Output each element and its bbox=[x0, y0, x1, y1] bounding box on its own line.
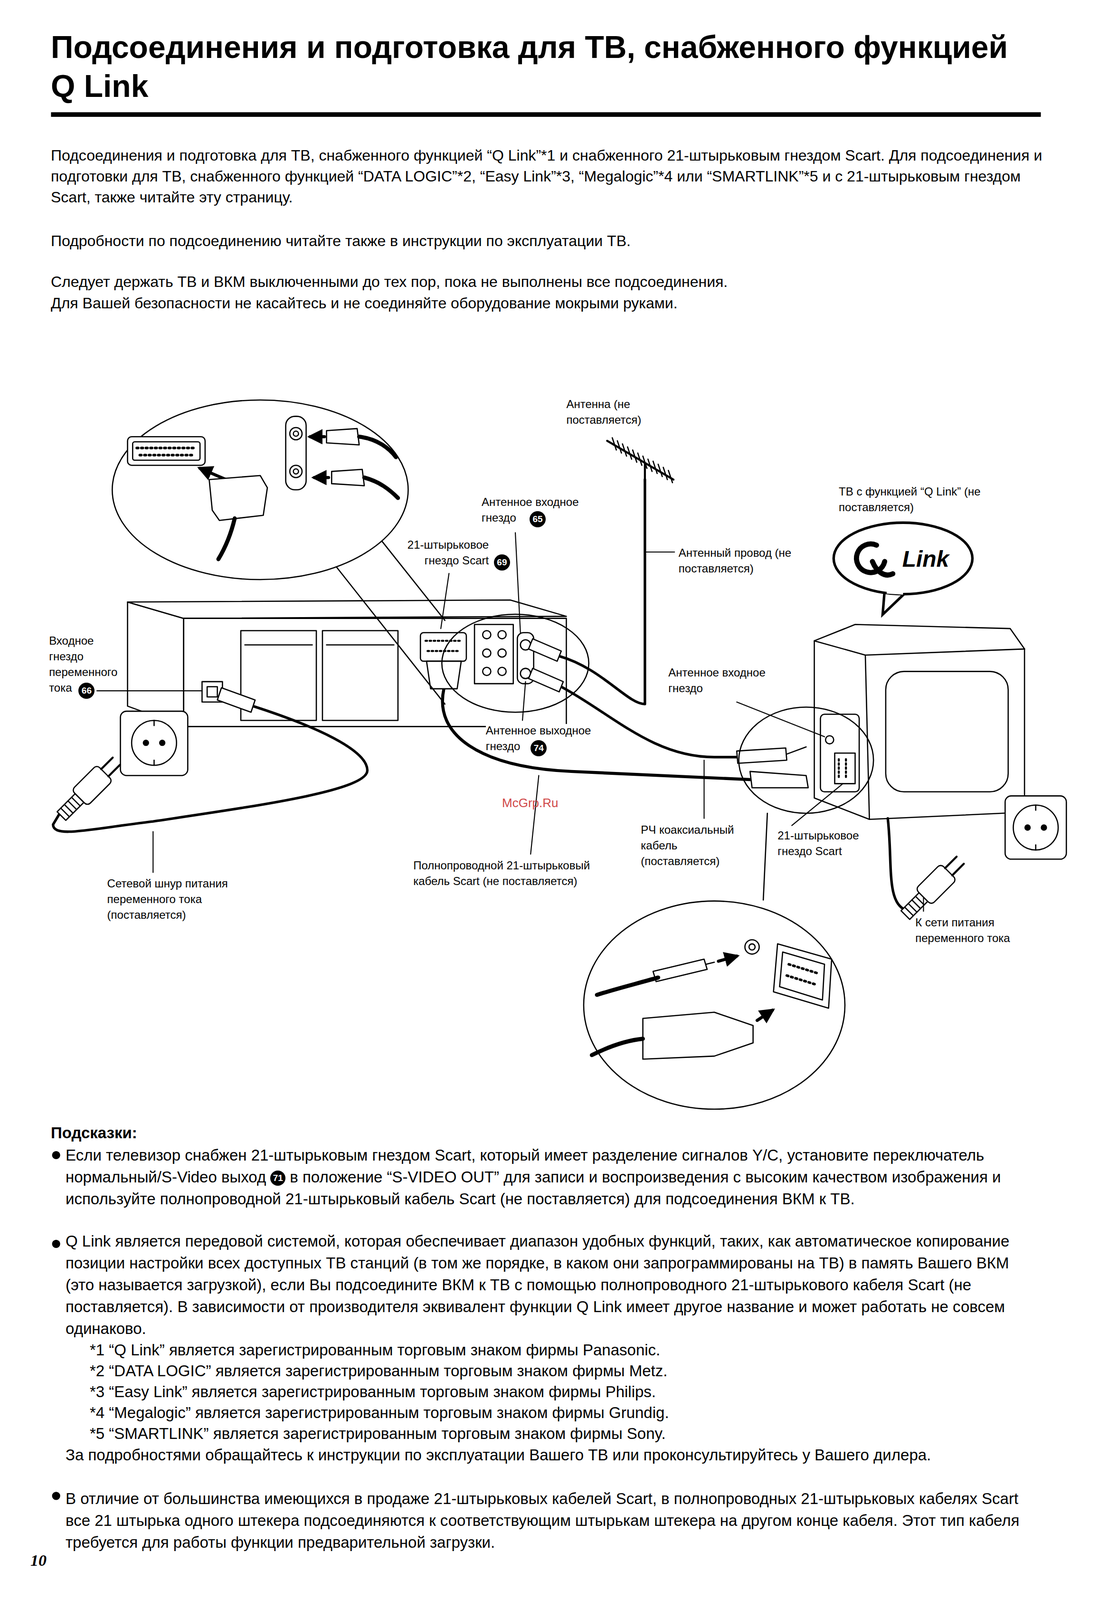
logo-bubble: Link bbox=[831, 520, 975, 597]
hint-text: *3 “Easy Link” является зарегистрированн… bbox=[89, 1381, 1040, 1403]
detail-circles bbox=[336, 540, 874, 900]
hint-text: Q Link является передовой системой, кото… bbox=[65, 1230, 1041, 1340]
bubble-ellipse bbox=[833, 522, 973, 594]
page-title: Подсоединения и подготовка для ТВ, снабж… bbox=[50, 27, 1030, 106]
hint-text: *5 “SMARTLINK” является зарегистрированн… bbox=[89, 1422, 1040, 1444]
callout-number: 69 bbox=[493, 554, 511, 571]
vcr-detail-magnifier bbox=[112, 399, 408, 580]
callout-number: 66 bbox=[78, 682, 95, 699]
logo-text: Link bbox=[902, 545, 950, 572]
label-text: Антенный провод (не поставляется) bbox=[678, 546, 792, 575]
label-text: К сети питания переменного тока bbox=[915, 915, 1010, 945]
tv-drawing bbox=[814, 624, 1025, 820]
label-text: ТВ с функцией “Q Link” (не поставляется) bbox=[838, 484, 981, 514]
vcr-drawing bbox=[127, 599, 567, 727]
hint-text: За подробностями обращайтесь к инструкци… bbox=[65, 1443, 1041, 1466]
label-text: Сетевой шнур питания переменного тока (п… bbox=[107, 876, 228, 921]
part-label: 21-штырьковое гнездо Scart bbox=[400, 536, 489, 569]
leader-lines bbox=[96, 532, 924, 911]
callout-number: 65 bbox=[529, 511, 546, 528]
body-text: Подсоединения и подготовка для ТВ, снабж… bbox=[50, 144, 1044, 208]
part-label: Антенное выходное гнездо bbox=[485, 722, 614, 754]
part-label: Сетевой шнур питания переменного тока (п… bbox=[107, 875, 238, 923]
title-rule bbox=[50, 112, 1041, 117]
watermark: McGrp.Ru bbox=[502, 795, 615, 811]
hint-paragraph: Если телевизор снабжен 21-штырьковым гне… bbox=[65, 1144, 1041, 1210]
part-label: Полнопроводной 21-штырьковый кабель Scar… bbox=[413, 857, 618, 889]
wall-outlet bbox=[1004, 795, 1067, 859]
hint-text: В отличие от большинства имеющихся в про… bbox=[65, 1487, 1041, 1554]
bubble-join bbox=[886, 591, 903, 593]
label-text: Полнопроводной 21-штырьковый кабель Scar… bbox=[413, 858, 590, 888]
tv-detail-magnifier bbox=[583, 900, 845, 1109]
hint-text: *2 “DATA LOGIC” является зарегистрирован… bbox=[89, 1360, 1040, 1382]
body-text: Следует держать ТВ и ВКМ выключенными до… bbox=[50, 271, 1044, 293]
label-text: 21-штырьковое гнездо Scart bbox=[407, 538, 489, 567]
label-text: РЧ коаксиальный кабель (поставляется) bbox=[640, 823, 734, 868]
antenna-drawing bbox=[606, 437, 674, 483]
body-text: Для Вашей безопасности не касайтесь и не… bbox=[50, 292, 1044, 314]
part-label: Антенна (не поставляется) bbox=[566, 396, 681, 428]
label-text: 21-штырьковое гнездо Scart bbox=[777, 828, 859, 858]
part-label: 21-штырьковое гнездо Scart bbox=[777, 827, 875, 859]
part-label: Антенное входное гнездо bbox=[668, 664, 796, 696]
part-label: ТВ с функцией “Q Link” (не поставляется) bbox=[838, 483, 990, 515]
callout-number: 74 bbox=[530, 739, 547, 757]
watermark-text: McGrp.Ru bbox=[502, 795, 559, 810]
part-label: Антенный провод (не поставляется) bbox=[678, 544, 794, 577]
page-number: 10 bbox=[30, 1551, 47, 1570]
part-label: К сети питания переменного тока bbox=[915, 914, 1036, 946]
q-swirl bbox=[856, 543, 893, 575]
bullet-dots bbox=[52, 1150, 61, 1500]
part-label: РЧ коаксиальный кабель (поставляется) bbox=[640, 821, 738, 869]
label-text: Антенна (не поставляется) bbox=[566, 397, 642, 427]
body-text: Подробности по подсоединению читайте так… bbox=[50, 230, 1044, 252]
callout-number: 71 bbox=[270, 1170, 286, 1186]
hint-text: *1 “Q Link” является зарегистрированным … bbox=[89, 1339, 1040, 1361]
label-text: Антенное входное гнездо bbox=[668, 665, 766, 695]
hints-heading: Подсказки: bbox=[50, 1121, 526, 1144]
hint-text: *4 “Megalogic” является зарегистрированн… bbox=[89, 1402, 1040, 1423]
wall-outlet bbox=[120, 710, 189, 776]
